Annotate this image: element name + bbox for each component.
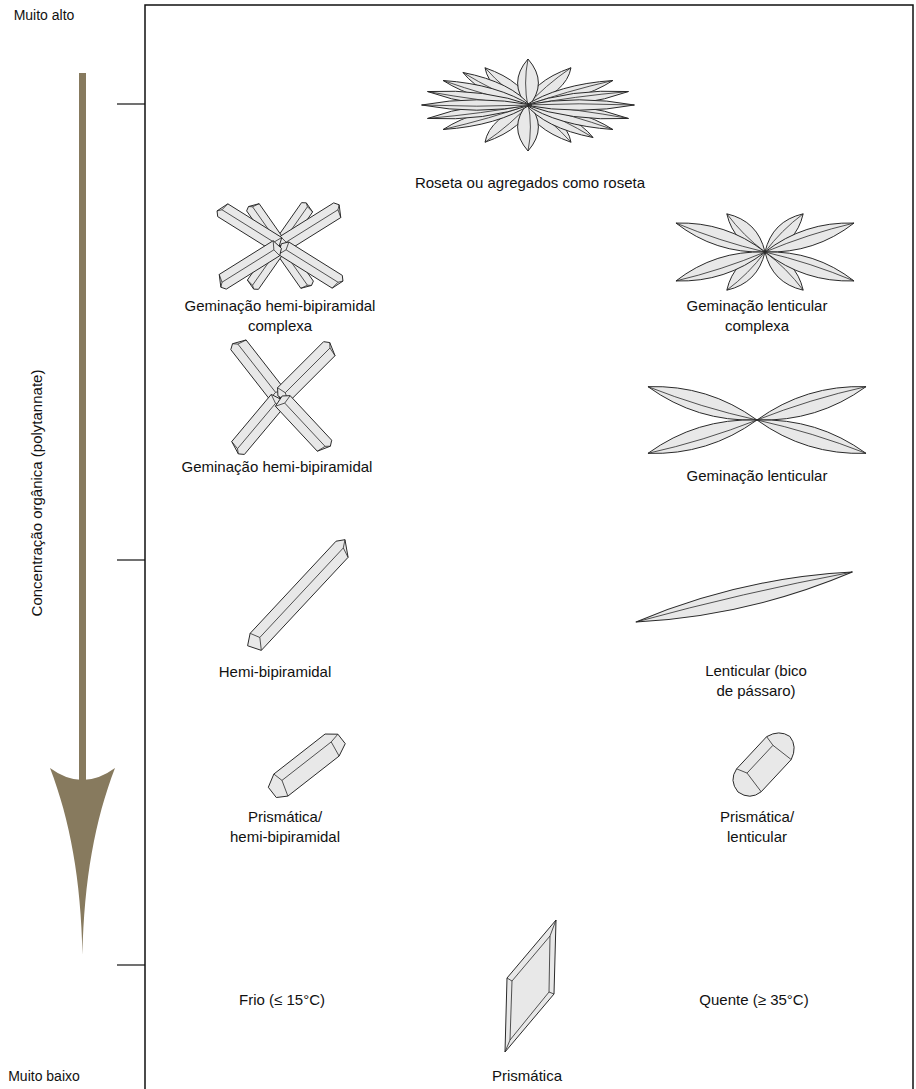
hemi-twin [228,336,339,457]
scale-end-label: Muito baixo [8,1066,80,1086]
crystal-label: Geminação hemi-bipiramidal [182,457,373,477]
temperature-label: Frio (≤ 15°C) [239,990,325,1010]
hemi-crystal [243,536,356,655]
scale-end-label: Muito alto [14,5,75,25]
rosette-crystal [422,59,635,151]
prism-crystal [505,920,556,1052]
crystal-label: Prismática/ hemi-bipiramidal [228,807,342,847]
lens-crystal [634,563,855,632]
prism-hemi-crystal [264,728,349,802]
concentration-arrow [50,73,115,955]
crystal-label: Roseta ou agregados como roseta [415,173,645,193]
crystal-label: Prismática [492,1066,562,1086]
crystal-label: Prismática/ lenticular [718,807,796,847]
lens-twin [645,377,869,462]
temperature-label: Quente (≥ 35°C) [699,990,808,1010]
crystal-label: Lenticular (bico de pássaro) [697,661,816,701]
frame [145,5,913,1089]
axis-label: Concentração orgânica (polytannate) [27,370,47,617]
complex-hemi-twin [215,201,346,292]
crystal-label: Geminação lenticular [687,466,828,486]
crystal-label: Geminação hemi-bipiramidal complexa [183,296,377,336]
complex-lens-twin [673,208,856,296]
prism-lens-crystal [726,725,802,803]
scale-ticks [117,104,145,965]
crystal-label: Geminação lenticular complexa [685,296,829,336]
crystal-label: Hemi-bipiramidal [219,662,332,682]
